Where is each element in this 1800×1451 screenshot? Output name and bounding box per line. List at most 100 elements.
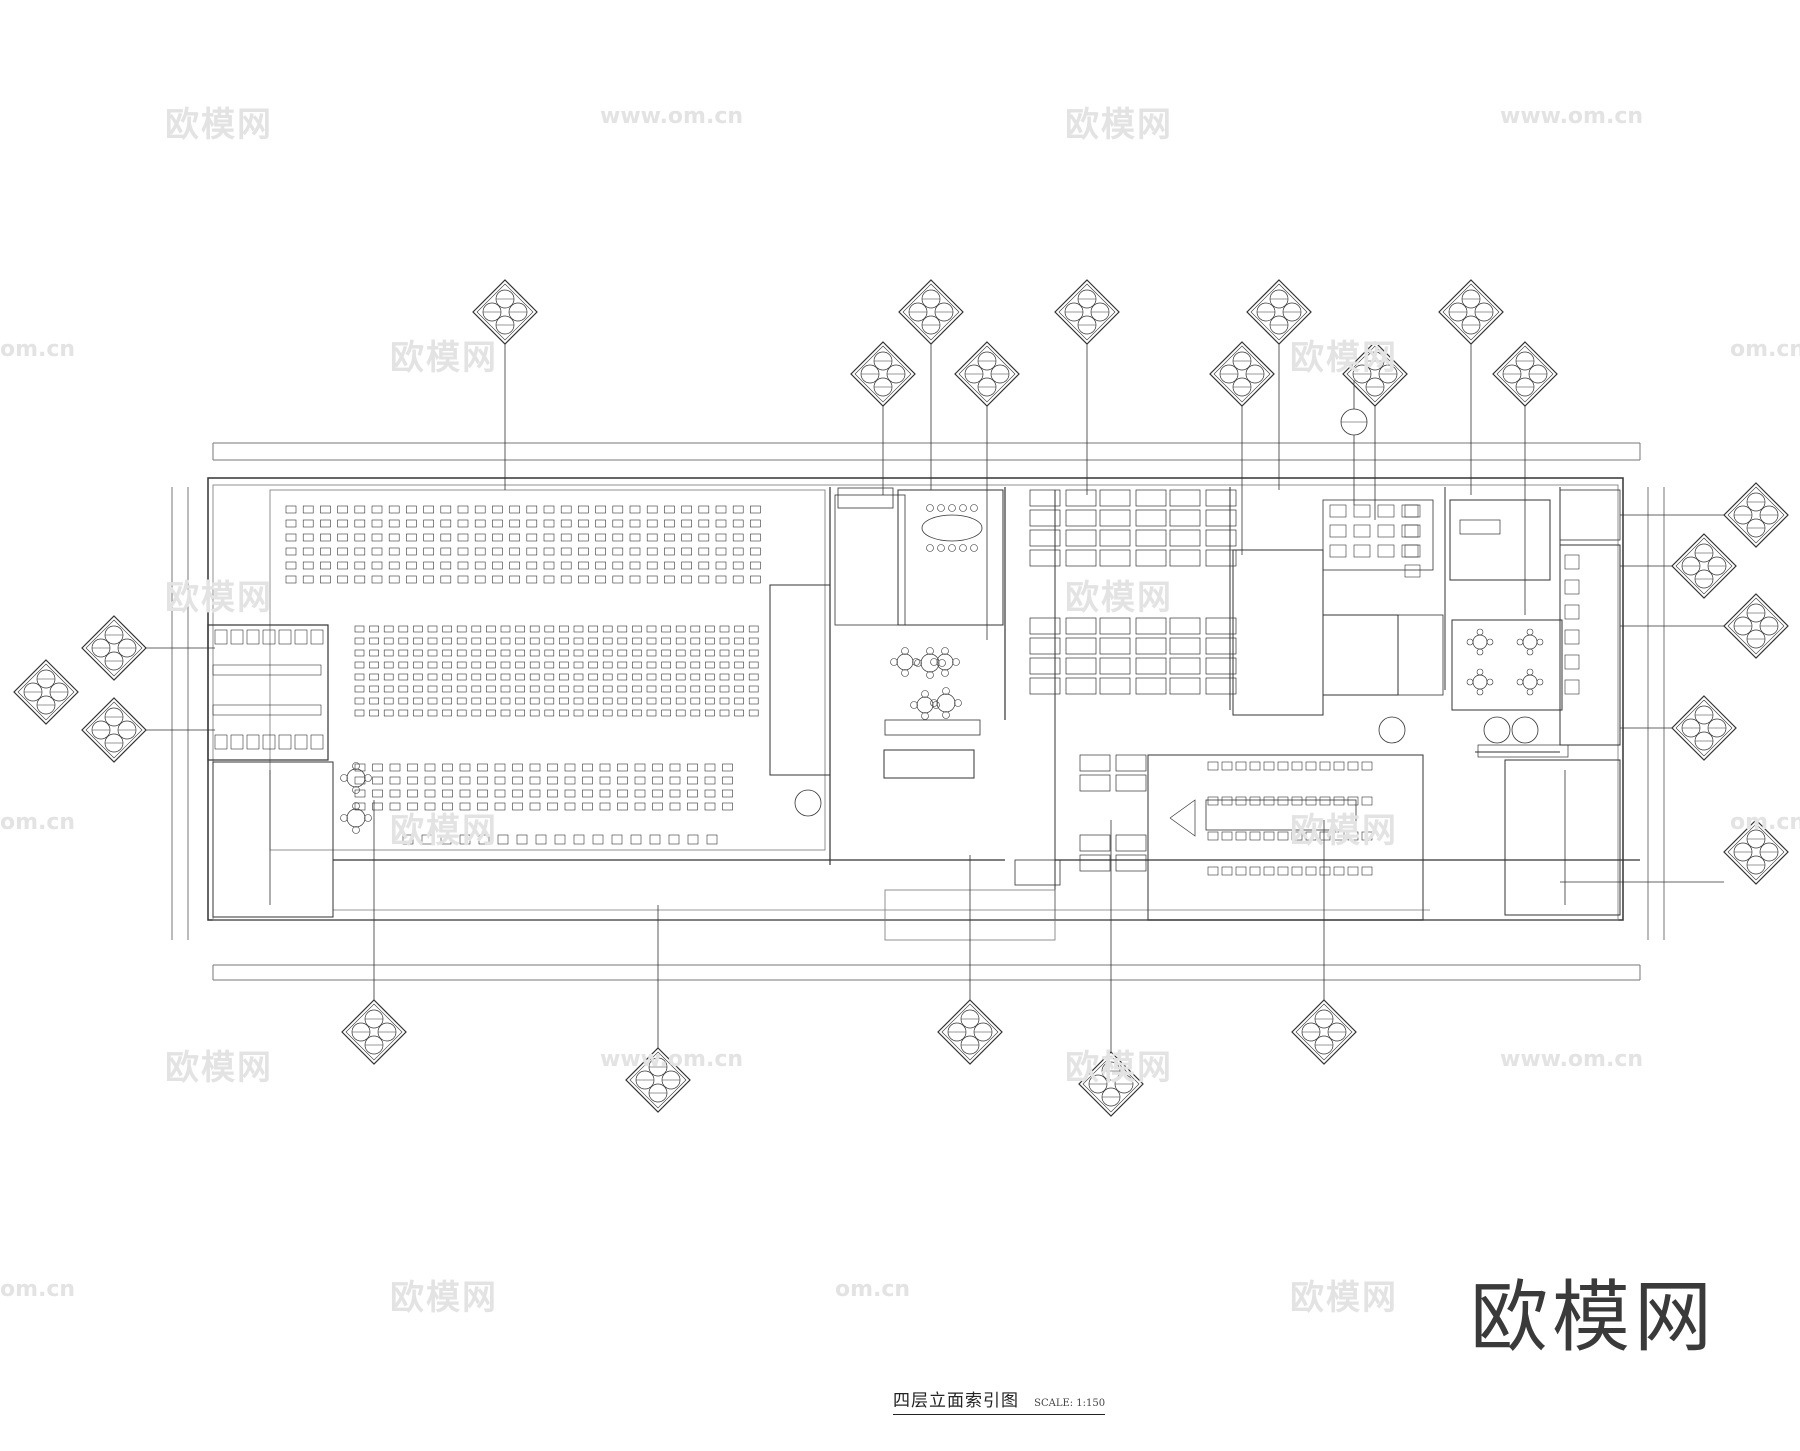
seat bbox=[285, 547, 297, 556]
marker-diamond-inner bbox=[1496, 345, 1554, 403]
seat bbox=[646, 649, 657, 657]
marker-diamond bbox=[1723, 482, 1789, 548]
seat bbox=[602, 697, 613, 705]
seat bbox=[646, 519, 658, 528]
seat bbox=[320, 533, 331, 542]
seat bbox=[750, 505, 761, 514]
seat bbox=[424, 776, 436, 785]
workstation bbox=[1205, 489, 1237, 507]
seat bbox=[617, 685, 628, 693]
seat bbox=[369, 673, 379, 681]
chair bbox=[926, 671, 934, 679]
seat bbox=[698, 561, 710, 570]
seat bbox=[471, 709, 482, 717]
seat bbox=[588, 625, 598, 633]
chair bbox=[1347, 761, 1359, 771]
elevation-index-marker bbox=[1078, 1051, 1144, 1117]
seat bbox=[371, 561, 383, 570]
toilet-stall bbox=[310, 629, 324, 645]
workstation bbox=[1169, 637, 1201, 655]
marker-diamond-inner bbox=[1727, 486, 1785, 544]
chair bbox=[1305, 866, 1317, 876]
workstation bbox=[1205, 637, 1237, 655]
chair bbox=[932, 701, 940, 709]
meeting-table bbox=[921, 514, 983, 542]
toilet-stall bbox=[214, 734, 228, 750]
marker-diamond-inner bbox=[345, 1003, 403, 1061]
seat bbox=[646, 561, 658, 570]
stair-room bbox=[1504, 759, 1621, 916]
seat bbox=[629, 533, 641, 542]
seat bbox=[722, 789, 733, 798]
section-callout bbox=[1511, 716, 1539, 744]
seat bbox=[354, 533, 366, 542]
seat bbox=[687, 763, 698, 772]
toilet-stall bbox=[246, 629, 260, 645]
seat bbox=[369, 637, 379, 645]
seat bbox=[337, 505, 348, 514]
seat bbox=[705, 673, 715, 681]
drawing-scale: SCALE: 1:150 bbox=[1034, 1398, 1106, 1409]
elevation-index-marker bbox=[850, 341, 916, 407]
seat bbox=[509, 533, 520, 542]
seat bbox=[477, 802, 488, 811]
seat bbox=[719, 625, 730, 633]
elevation-index-marker bbox=[937, 999, 1003, 1065]
watermark-url: om.cn bbox=[1730, 337, 1800, 362]
seat bbox=[500, 697, 511, 705]
seat bbox=[687, 789, 698, 798]
seat bbox=[544, 625, 555, 633]
marker-diamond bbox=[81, 697, 147, 763]
seat bbox=[423, 519, 434, 528]
seat bbox=[413, 637, 423, 645]
marker-diamond bbox=[1492, 341, 1558, 407]
chair bbox=[926, 504, 934, 512]
chair bbox=[1277, 761, 1289, 771]
marker-diamond-inner bbox=[854, 345, 912, 403]
seat bbox=[440, 519, 452, 528]
workstation bbox=[1135, 489, 1167, 507]
kiosk bbox=[1014, 859, 1061, 886]
chair bbox=[1291, 796, 1303, 806]
workstation bbox=[1135, 509, 1167, 527]
elevation-index-marker bbox=[13, 659, 79, 725]
seat bbox=[413, 685, 423, 693]
seat bbox=[750, 547, 761, 556]
seat bbox=[705, 661, 715, 669]
seat bbox=[406, 519, 417, 528]
seat bbox=[669, 776, 681, 785]
seat bbox=[588, 649, 598, 657]
seat bbox=[564, 763, 576, 772]
elevation-index-marker bbox=[1246, 279, 1312, 345]
sink-counter bbox=[212, 704, 322, 716]
chair bbox=[1476, 648, 1484, 656]
seat bbox=[398, 709, 409, 717]
workstation bbox=[1169, 617, 1201, 635]
desk bbox=[687, 834, 699, 845]
seat bbox=[578, 519, 589, 528]
seat bbox=[715, 575, 727, 584]
seat bbox=[669, 763, 681, 772]
marker-diamond bbox=[954, 341, 1020, 407]
round-table bbox=[1472, 674, 1488, 690]
workstation bbox=[1115, 774, 1147, 792]
seat bbox=[690, 685, 701, 693]
chair bbox=[1235, 866, 1247, 876]
seat bbox=[705, 697, 715, 705]
chair bbox=[1476, 688, 1484, 696]
workstation bbox=[1404, 564, 1421, 578]
chair bbox=[914, 659, 922, 667]
workstation bbox=[1135, 637, 1167, 655]
drawing-title-block: 四层立面索引图 SCALE: 1:150 bbox=[893, 1386, 1106, 1415]
workstation bbox=[1065, 549, 1097, 567]
office-room bbox=[1397, 614, 1444, 696]
seat bbox=[578, 547, 589, 556]
seat bbox=[427, 637, 438, 645]
seat bbox=[500, 709, 511, 717]
seat bbox=[750, 519, 761, 528]
seat bbox=[612, 533, 624, 542]
seat bbox=[302, 519, 314, 528]
chair bbox=[941, 647, 949, 655]
seat bbox=[383, 649, 394, 657]
seat bbox=[440, 561, 452, 570]
